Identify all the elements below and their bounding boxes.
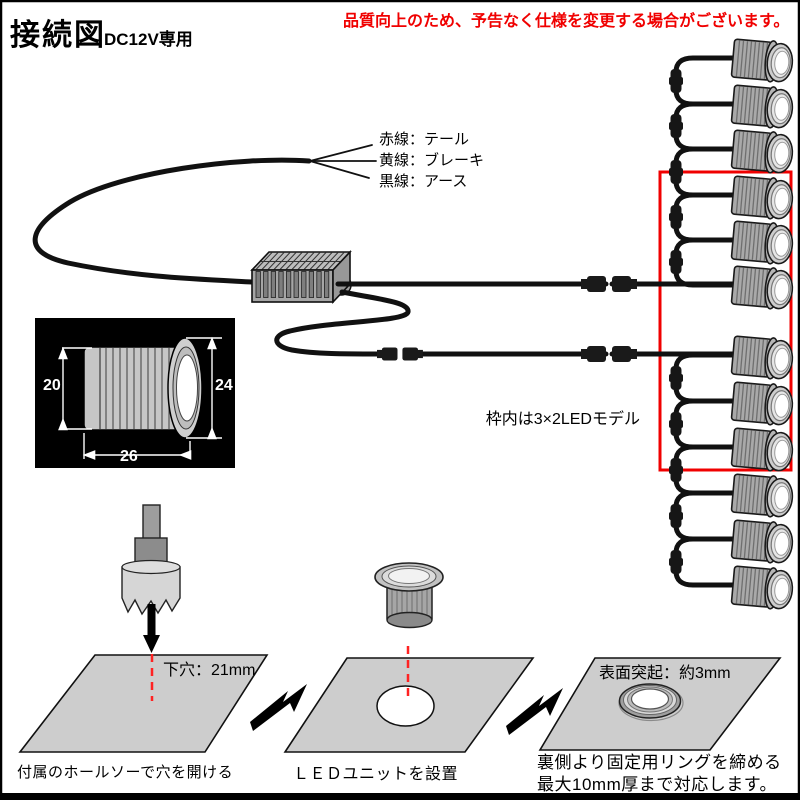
led-unit xyxy=(730,517,795,566)
led-unit xyxy=(730,471,795,520)
led-unit xyxy=(730,173,795,222)
step1-drill xyxy=(18,504,269,753)
junction-connector xyxy=(669,250,683,274)
junction-connector xyxy=(669,114,683,138)
step1-caption: 付属のホールソーで穴を開ける xyxy=(17,764,234,781)
led-unit xyxy=(730,425,795,474)
junction-connector xyxy=(669,160,683,184)
pilot-hole-note: 下穴：21mm xyxy=(163,662,256,679)
model-frame xyxy=(658,170,793,472)
step-arrow-icon xyxy=(506,688,563,735)
junction-connector xyxy=(669,458,683,482)
junction-connector xyxy=(669,69,683,93)
step3-caption-line1: 裏側より固定用リングを締める xyxy=(537,753,782,772)
page-subtitle: DC12V専用 xyxy=(104,30,193,49)
led-chain-lower xyxy=(669,333,795,612)
size-diagram xyxy=(35,318,235,468)
hole-saw-icon xyxy=(121,504,181,616)
step3-fixed xyxy=(538,657,782,751)
wire-split-fan xyxy=(309,144,377,179)
led-unit xyxy=(730,218,795,267)
step3-caption-line2: 最大10mm厚まで対応します。 xyxy=(537,775,778,794)
down-arrow-head xyxy=(143,635,160,653)
led-unit xyxy=(730,379,795,428)
junction-connector xyxy=(669,504,683,528)
power-cable xyxy=(32,144,377,285)
mounting-plate xyxy=(18,654,269,753)
step-arrow-icon xyxy=(250,684,307,731)
connector-pair xyxy=(581,346,637,362)
led-unit xyxy=(730,36,795,85)
wire-label-red: 赤線：テール xyxy=(379,131,470,148)
junction-connector xyxy=(669,550,683,574)
step2-set-unit xyxy=(283,562,535,753)
model-frame-note: 枠内は3×2LEDモデル xyxy=(485,411,640,428)
led-unit xyxy=(730,333,795,382)
heatsink-fins xyxy=(255,271,330,298)
output-wires xyxy=(274,281,736,357)
wire-label-yellow: 黄線：ブレーキ xyxy=(379,152,485,169)
junction-connector xyxy=(669,412,683,436)
drilled-hole xyxy=(376,685,435,727)
page-title: 接続図 xyxy=(10,19,106,52)
led-unit xyxy=(730,563,795,612)
led-chain-upper xyxy=(669,36,795,312)
dimension-lines xyxy=(58,336,222,460)
wire-label-black: 黒線：アース xyxy=(379,173,468,190)
led-unit xyxy=(730,263,795,312)
controller-box xyxy=(250,249,352,305)
dimension-26: 26 xyxy=(120,448,138,465)
led-unit xyxy=(730,127,795,176)
surface-protrusion-note: 表面突起：約3mm xyxy=(599,665,731,682)
quality-warning-text: 品質向上のため、予告なく仕様を変更する場合がございます。 xyxy=(343,13,790,30)
step2-caption: ＬＥＤユニットを設置 xyxy=(293,766,459,783)
dimension-24: 24 xyxy=(215,377,233,394)
connector-pair xyxy=(581,276,637,292)
connector-pair xyxy=(377,347,423,361)
junction-connector xyxy=(669,205,683,229)
led-unit-upright xyxy=(374,562,444,629)
led-unit xyxy=(730,82,795,131)
junction-connector xyxy=(669,366,683,390)
dimension-20: 20 xyxy=(43,377,61,394)
